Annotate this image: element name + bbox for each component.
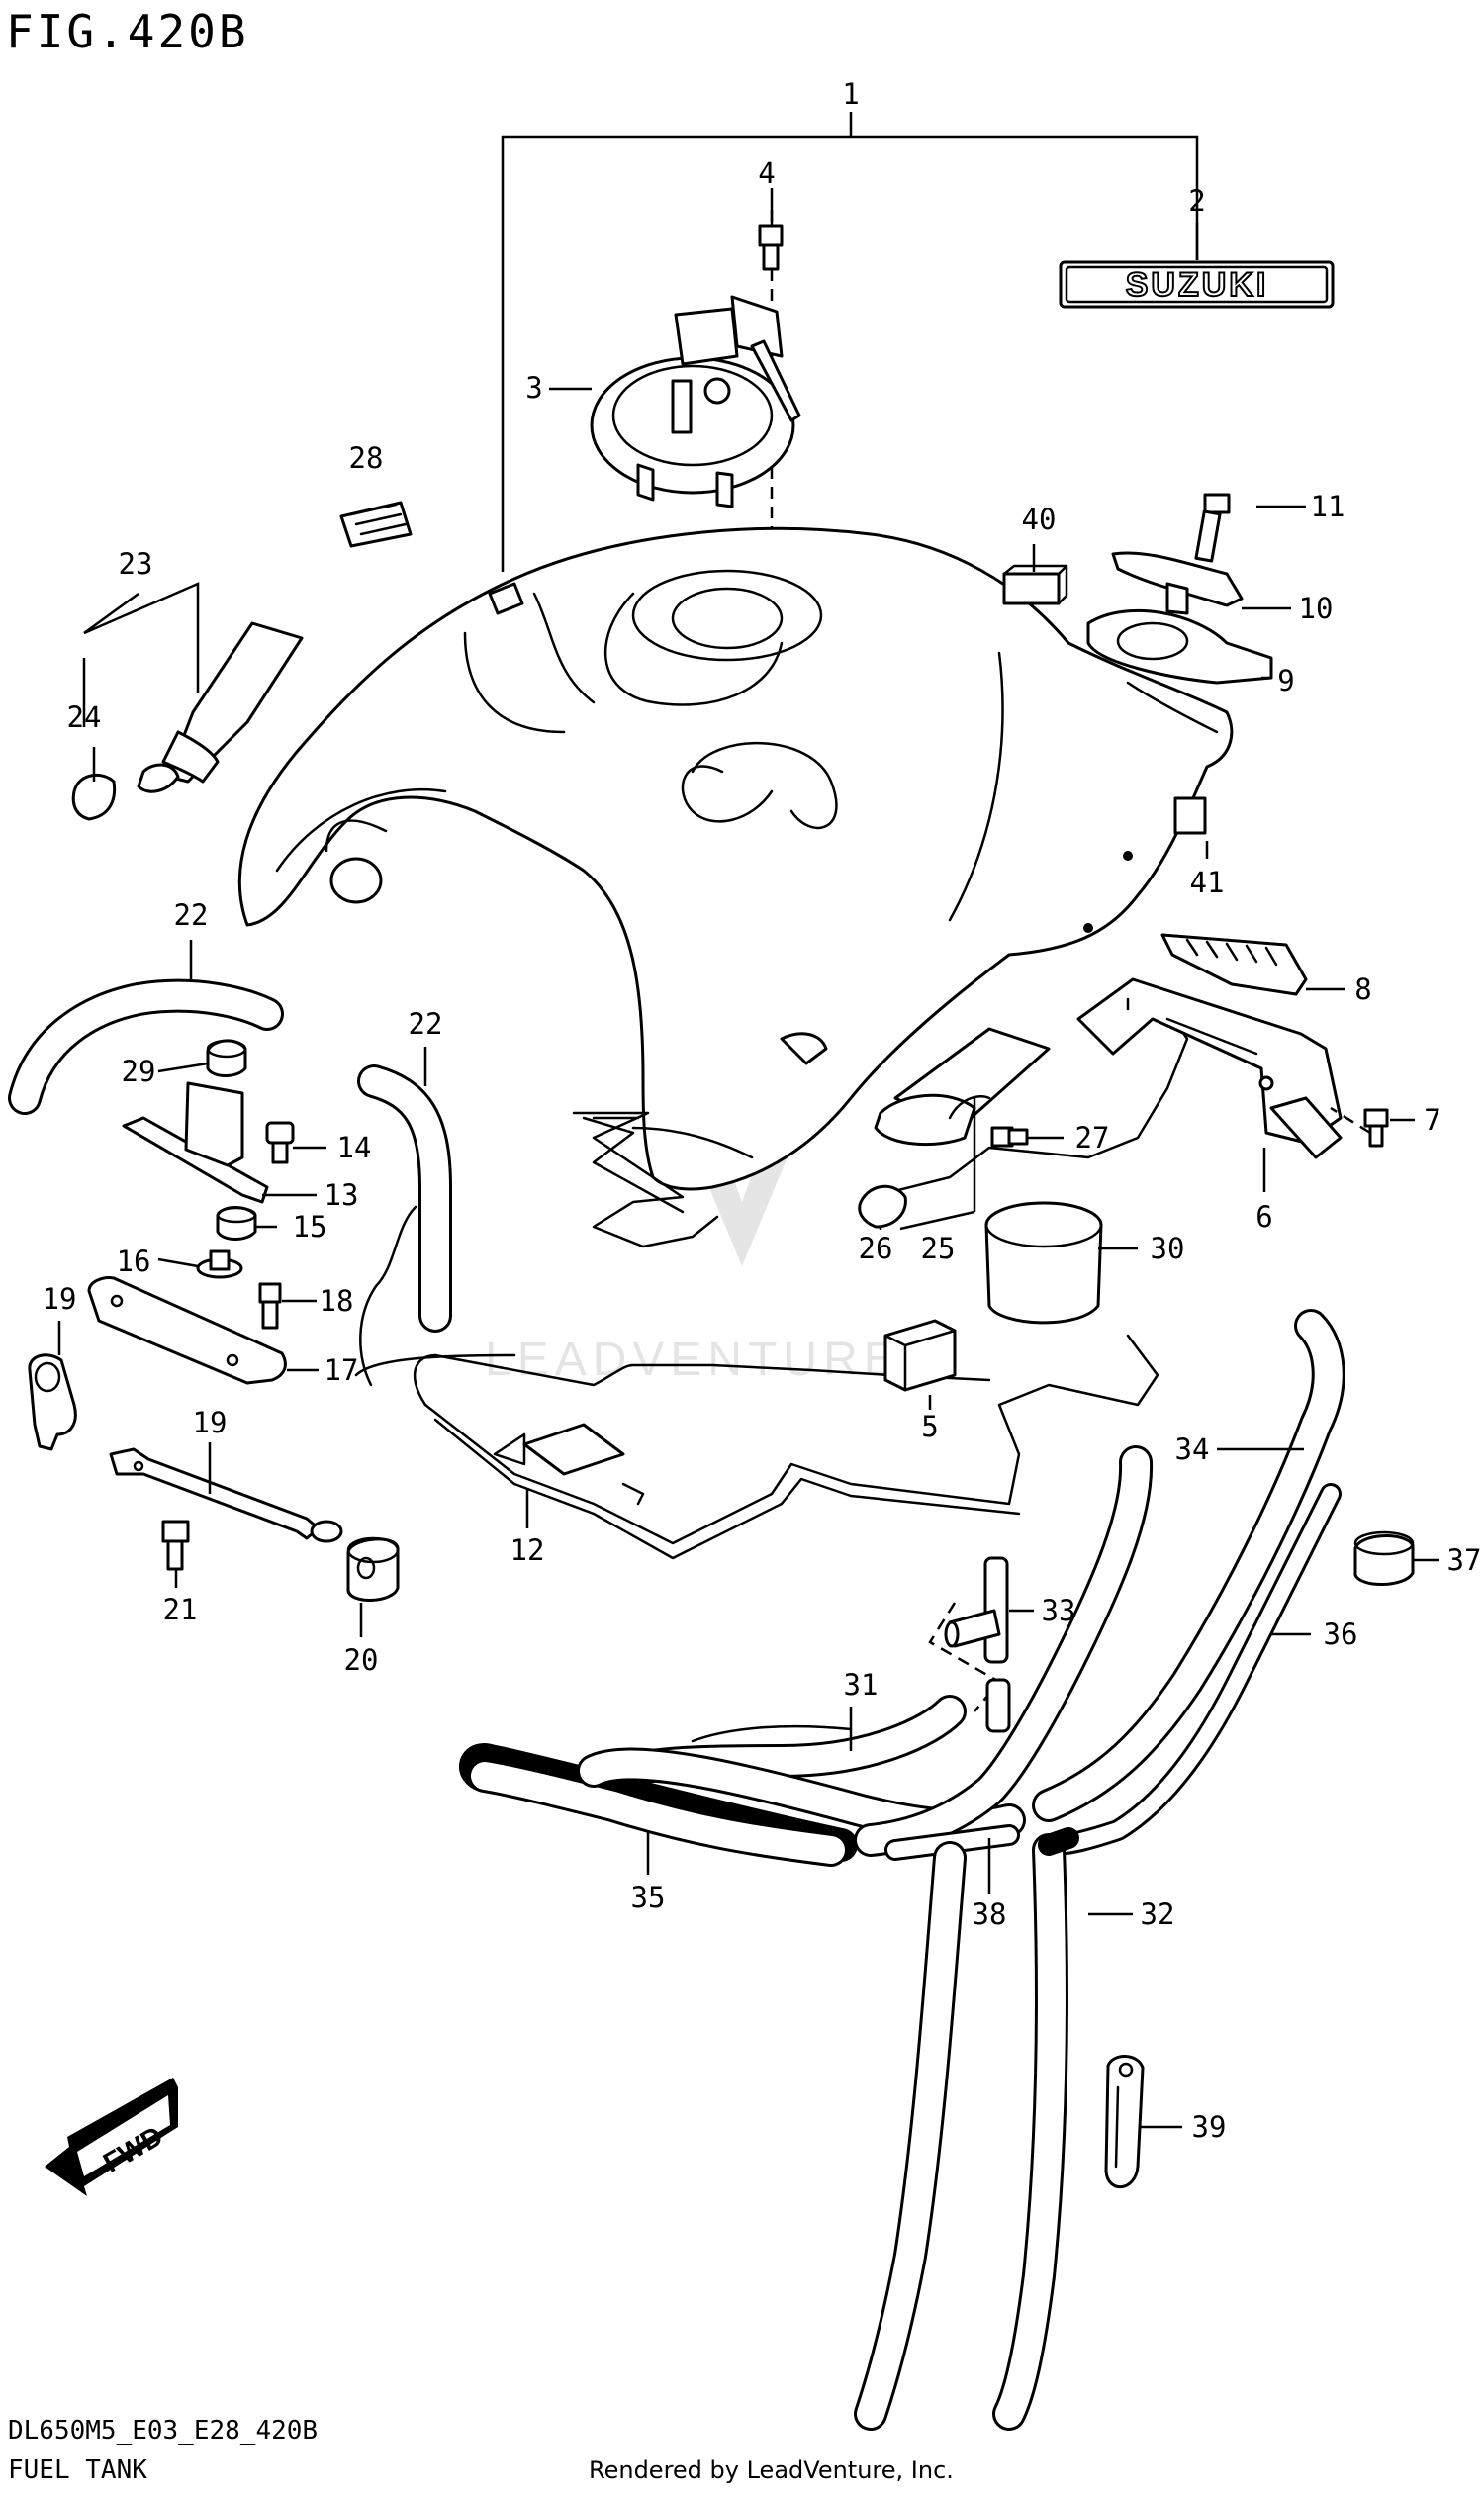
bolt-7	[1330, 1106, 1389, 1148]
bolt-21	[161, 1520, 190, 1571]
callout-20: 20	[344, 1643, 379, 1677]
cap-screw	[758, 188, 784, 271]
callout-41: 41	[1190, 866, 1225, 899]
callout-7: 7	[1424, 1103, 1440, 1137]
callout-31: 31	[844, 1668, 879, 1702]
callout-14: 14	[337, 1131, 372, 1164]
callout-16: 16	[117, 1245, 151, 1278]
callout-19-grommet: 19	[43, 1282, 77, 1316]
plate-17	[87, 1276, 287, 1385]
callout-40: 40	[1022, 503, 1057, 536]
callout-36: 36	[1324, 1617, 1358, 1651]
hose-36	[1043, 1483, 1342, 1856]
rubber-25	[874, 1027, 1051, 1146]
callout-1: 1	[842, 77, 859, 111]
grommet-24	[71, 773, 117, 821]
hose-32	[992, 1827, 1079, 2431]
pad-40	[1002, 564, 1068, 605]
fwd-arrow-icon: FWD	[45, 2078, 178, 2196]
callout-13: 13	[325, 1178, 359, 1212]
callout-25: 25	[921, 1232, 956, 1265]
callout-37: 37	[1447, 1543, 1482, 1577]
grommet-19	[28, 1353, 77, 1451]
model-code: DL650M5_E03_E28_420B	[8, 2416, 318, 2446]
protector-30	[984, 1201, 1103, 1325]
rear-bracket	[1076, 977, 1343, 1159]
callout-6: 6	[1255, 1200, 1272, 1234]
callout-5: 5	[921, 1410, 938, 1443]
render-credit: Rendered by LeadVenture, Inc.	[589, 2456, 954, 2484]
cushion-5	[883, 1319, 957, 1392]
callout-3: 3	[525, 371, 542, 405]
callout-23: 23	[119, 547, 153, 581]
callout-18: 18	[320, 1284, 354, 1318]
callout-17: 17	[325, 1353, 359, 1387]
bolt-11	[1194, 493, 1231, 563]
cushion-20	[346, 1536, 400, 1602]
cushion-29	[206, 1039, 247, 1077]
callout-2: 2	[1188, 184, 1205, 218]
callout-26: 26	[859, 1232, 893, 1265]
cap-37	[1353, 1530, 1415, 1586]
hose-22-center	[357, 1064, 452, 1333]
suzuki-emblem: SUZUKI	[1059, 260, 1335, 309]
svg-text:LEADVENTURE: LEADVENTURE	[485, 1334, 901, 1386]
tank-mat	[354, 1007, 1189, 1560]
fuel-tank	[237, 526, 1234, 1191]
svg-text:SUZUKI: SUZUKI	[1126, 266, 1269, 304]
callout-22-center: 22	[409, 1007, 443, 1041]
callout-28: 28	[349, 441, 384, 475]
washer-19	[310, 1520, 343, 1543]
assembly-bracket	[501, 112, 1199, 572]
hose-34	[854, 1309, 1345, 1857]
joint-33	[928, 1556, 1011, 1733]
support-rod-19	[109, 1447, 321, 1540]
callout-12: 12	[510, 1533, 545, 1567]
hose-22-left	[8, 978, 284, 1115]
bracket-13	[122, 1081, 269, 1204]
callout-38: 38	[973, 1897, 1007, 1931]
callout-39: 39	[1192, 2110, 1227, 2144]
callout-30: 30	[1151, 1232, 1185, 1265]
callout-labels: 1 2 3 4 5 6 7 8 9 10 11 12 13 14 15 16 1…	[43, 77, 1482, 2144]
mount-rubber	[137, 621, 304, 793]
hose-38	[854, 1824, 1020, 2431]
callout-21: 21	[163, 1593, 198, 1626]
cushion-26	[858, 1184, 907, 1229]
cushion-15	[216, 1206, 257, 1241]
callout-22-left: 22	[174, 898, 209, 932]
callout-15: 15	[293, 1210, 327, 1244]
callout-10: 10	[1299, 592, 1334, 625]
callout-19-rod: 19	[193, 1406, 228, 1439]
callout-11: 11	[1311, 490, 1345, 523]
leader-lines	[57, 223, 1439, 2129]
hold-bracket	[1111, 551, 1244, 615]
bolt-27	[990, 1126, 1029, 1148]
pad-8	[1160, 933, 1308, 996]
caution-label	[339, 501, 413, 548]
collar-16	[196, 1249, 243, 1279]
pad-41	[1173, 796, 1207, 835]
bolt-14	[265, 1121, 295, 1164]
callout-35: 35	[631, 1881, 666, 1914]
callout-29: 29	[122, 1055, 156, 1088]
section-name: FUEL TANK	[8, 2455, 147, 2485]
callout-34: 34	[1175, 1432, 1210, 1466]
callout-9: 9	[1277, 664, 1294, 697]
callout-33: 33	[1042, 1594, 1076, 1627]
callout-8: 8	[1354, 972, 1371, 1006]
bolt-18	[258, 1282, 282, 1330]
figure-title: FIG.420B	[6, 5, 249, 58]
callout-32: 32	[1141, 1897, 1175, 1931]
clamp-39	[1104, 2055, 1145, 2189]
callout-4: 4	[758, 156, 775, 190]
callout-27: 27	[1075, 1121, 1110, 1155]
callout-24: 24	[67, 700, 102, 734]
